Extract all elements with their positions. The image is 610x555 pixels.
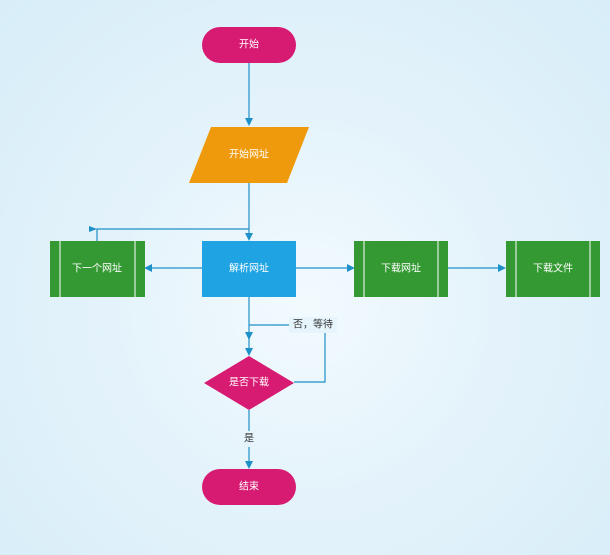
edge-label-no-wait-group: 否，等待 xyxy=(289,317,337,333)
edge-label-no-wait: 否，等待 xyxy=(293,318,333,331)
edge-start-to-start-url xyxy=(245,63,253,126)
next-url-label: 下一个网址 xyxy=(72,262,122,275)
download-file-process[interactable]: 下载文件 xyxy=(506,241,600,297)
edge-label-yes-group: 是 xyxy=(241,431,257,447)
edge-next-url-loop xyxy=(89,226,249,241)
edge-parse-url-to-next-url xyxy=(144,264,203,272)
edge-parse-url-to-decision xyxy=(245,296,253,356)
download-url-label: 下载网址 xyxy=(381,262,421,275)
parse-url-process[interactable]: 解析网址 xyxy=(202,241,296,297)
edge-start-url-to-parse-url xyxy=(245,183,253,241)
end-label: 结束 xyxy=(239,480,259,493)
download-url-process[interactable]: 下载网址 xyxy=(354,241,448,297)
start-label: 开始 xyxy=(239,38,259,51)
end-terminator[interactable]: 结束 xyxy=(202,469,296,505)
download-file-label: 下载文件 xyxy=(533,262,573,275)
edge-parse-url-to-download-url xyxy=(295,264,355,272)
start-url-label: 开始网址 xyxy=(229,148,269,161)
is-download-decision[interactable]: 是否下载 xyxy=(204,356,294,410)
start-url-io[interactable]: 开始网址 xyxy=(189,127,309,183)
next-url-process[interactable]: 下一个网址 xyxy=(50,241,145,297)
parse-url-label: 解析网址 xyxy=(229,262,269,275)
start-terminator[interactable]: 开始 xyxy=(202,27,296,63)
is-download-label: 是否下载 xyxy=(229,377,269,389)
edge-decision-no-wait-loop xyxy=(245,324,326,383)
edge-download-url-to-download-file xyxy=(447,264,506,272)
edge-label-yes: 是 xyxy=(244,433,254,445)
